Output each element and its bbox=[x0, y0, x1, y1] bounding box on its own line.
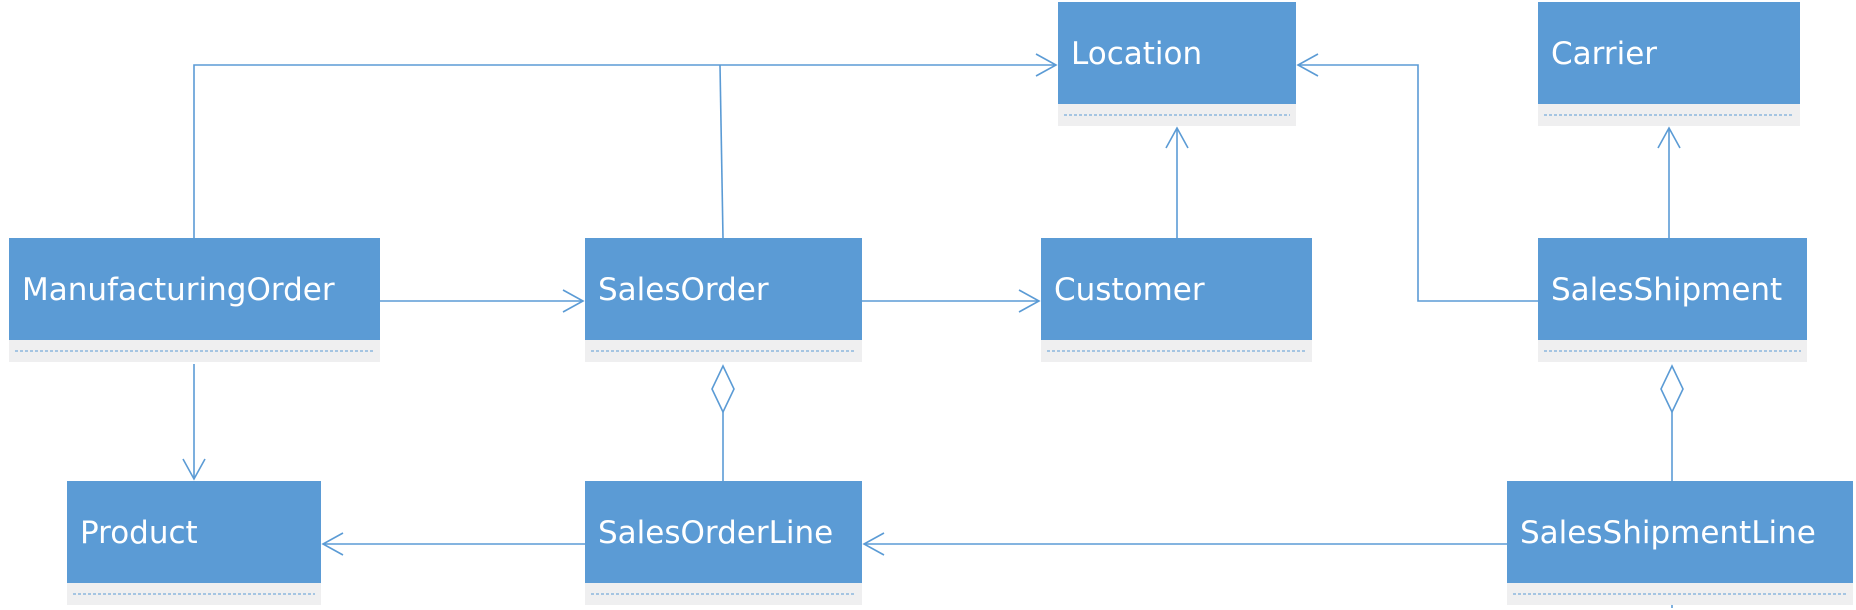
class-manufacturing-order[interactable]: ManufacturingOrder bbox=[9, 238, 380, 362]
class-name: Product bbox=[80, 515, 198, 551]
class-customer[interactable]: Customer bbox=[1041, 238, 1312, 362]
class-sales-order[interactable]: SalesOrder bbox=[585, 238, 862, 362]
aggregation-diamond-icon bbox=[711, 364, 735, 414]
class-header bbox=[1538, 238, 1807, 340]
class-sales-order-line[interactable]: SalesOrderLine bbox=[585, 481, 862, 605]
aggregation-diamond-icon bbox=[1660, 364, 1684, 414]
relationship-manufacturing-order-to-location bbox=[193, 64, 1056, 238]
class-body bbox=[9, 340, 380, 362]
class-header bbox=[1041, 238, 1312, 340]
class-header bbox=[1058, 2, 1296, 104]
class-name: SalesOrderLine bbox=[598, 515, 833, 551]
open-arrowhead-icon bbox=[1296, 53, 1319, 77]
class-name: SalesShipment bbox=[1551, 272, 1782, 308]
class-sales-shipment[interactable]: SalesShipment bbox=[1538, 238, 1807, 362]
class-name: ManufacturingOrder bbox=[22, 272, 335, 308]
open-arrowhead-icon bbox=[562, 289, 585, 313]
relationship-lines bbox=[193, 64, 1673, 608]
class-name: Location bbox=[1071, 36, 1202, 72]
class-product[interactable]: Product bbox=[67, 481, 321, 605]
class-header bbox=[1507, 481, 1853, 583]
class-header bbox=[1538, 2, 1800, 104]
class-body bbox=[1538, 340, 1807, 362]
open-arrowhead-icon bbox=[862, 532, 885, 556]
class-carrier[interactable]: Carrier bbox=[1538, 2, 1800, 126]
relationship-arrowheads bbox=[182, 53, 1684, 556]
class-location[interactable]: Location bbox=[1058, 2, 1296, 126]
class-sales-shipment-line[interactable]: SalesShipmentLine bbox=[1507, 481, 1853, 605]
open-arrowhead-icon bbox=[1018, 289, 1041, 313]
relationship-sales-order-to-location bbox=[719, 64, 724, 239]
class-header bbox=[67, 481, 321, 583]
open-arrowhead-icon bbox=[182, 458, 206, 481]
class-name: Carrier bbox=[1551, 36, 1657, 72]
class-body bbox=[1041, 340, 1312, 362]
class-header bbox=[585, 481, 862, 583]
open-arrowhead-icon bbox=[1657, 126, 1681, 149]
relationship-sales-shipment-to-location bbox=[1298, 64, 1538, 302]
open-arrowhead-icon bbox=[1165, 126, 1189, 149]
class-name: SalesOrder bbox=[598, 272, 769, 308]
class-name: SalesShipmentLine bbox=[1520, 515, 1816, 551]
class-header bbox=[9, 238, 380, 340]
class-header bbox=[585, 238, 862, 340]
open-arrowhead-icon bbox=[321, 532, 344, 556]
class-name: Customer bbox=[1054, 272, 1205, 308]
open-arrowhead-icon bbox=[1035, 53, 1058, 77]
